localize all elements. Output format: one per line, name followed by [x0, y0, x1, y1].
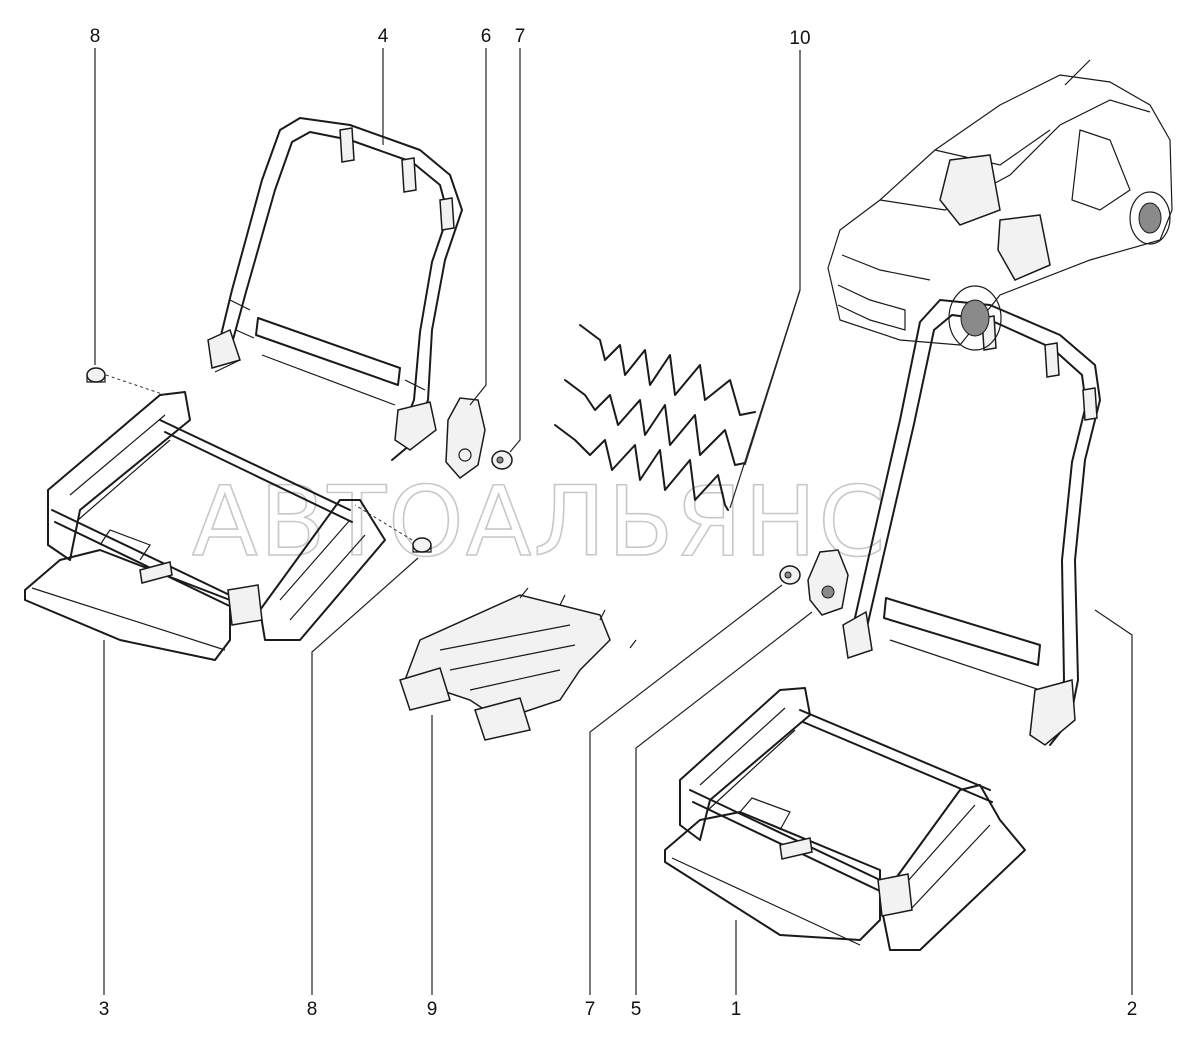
callout-10: 10: [789, 28, 810, 49]
car-illustration: [827, 59, 1173, 351]
recliner-cover-6: [445, 397, 486, 480]
callout-5: 5: [631, 999, 642, 1020]
bolt-8-bottom: [354, 504, 432, 553]
callout-9: 9: [427, 999, 438, 1020]
callout-8-top: 8: [90, 26, 101, 47]
watermark-text: АВТОАЛЬЯНС: [192, 466, 887, 578]
knob-7-top: [491, 450, 513, 470]
callout-3: 3: [99, 999, 110, 1020]
callout-2: 2: [1127, 999, 1138, 1020]
callout-6: 6: [481, 26, 492, 47]
bolt-8-top: [86, 367, 166, 396]
callout-7-top: 7: [515, 26, 526, 47]
seat-base-frame-right: [664, 687, 1026, 951]
seat-springs-10: [554, 324, 756, 511]
seat-base-frame-left: [24, 391, 386, 661]
callout-1: 1: [731, 999, 742, 1020]
seat-back-frame-right: [842, 299, 1101, 746]
seat-back-frame-left: [207, 117, 463, 461]
seat-mat-9: [399, 587, 637, 741]
leader-lines: [94, 48, 1133, 995]
knob-7-bottom: [779, 565, 801, 585]
callout-4: 4: [378, 26, 389, 47]
recliner-cover-5: [807, 549, 849, 616]
callout-8-bottom: 8: [307, 999, 318, 1020]
callout-7-bottom: 7: [585, 999, 596, 1020]
